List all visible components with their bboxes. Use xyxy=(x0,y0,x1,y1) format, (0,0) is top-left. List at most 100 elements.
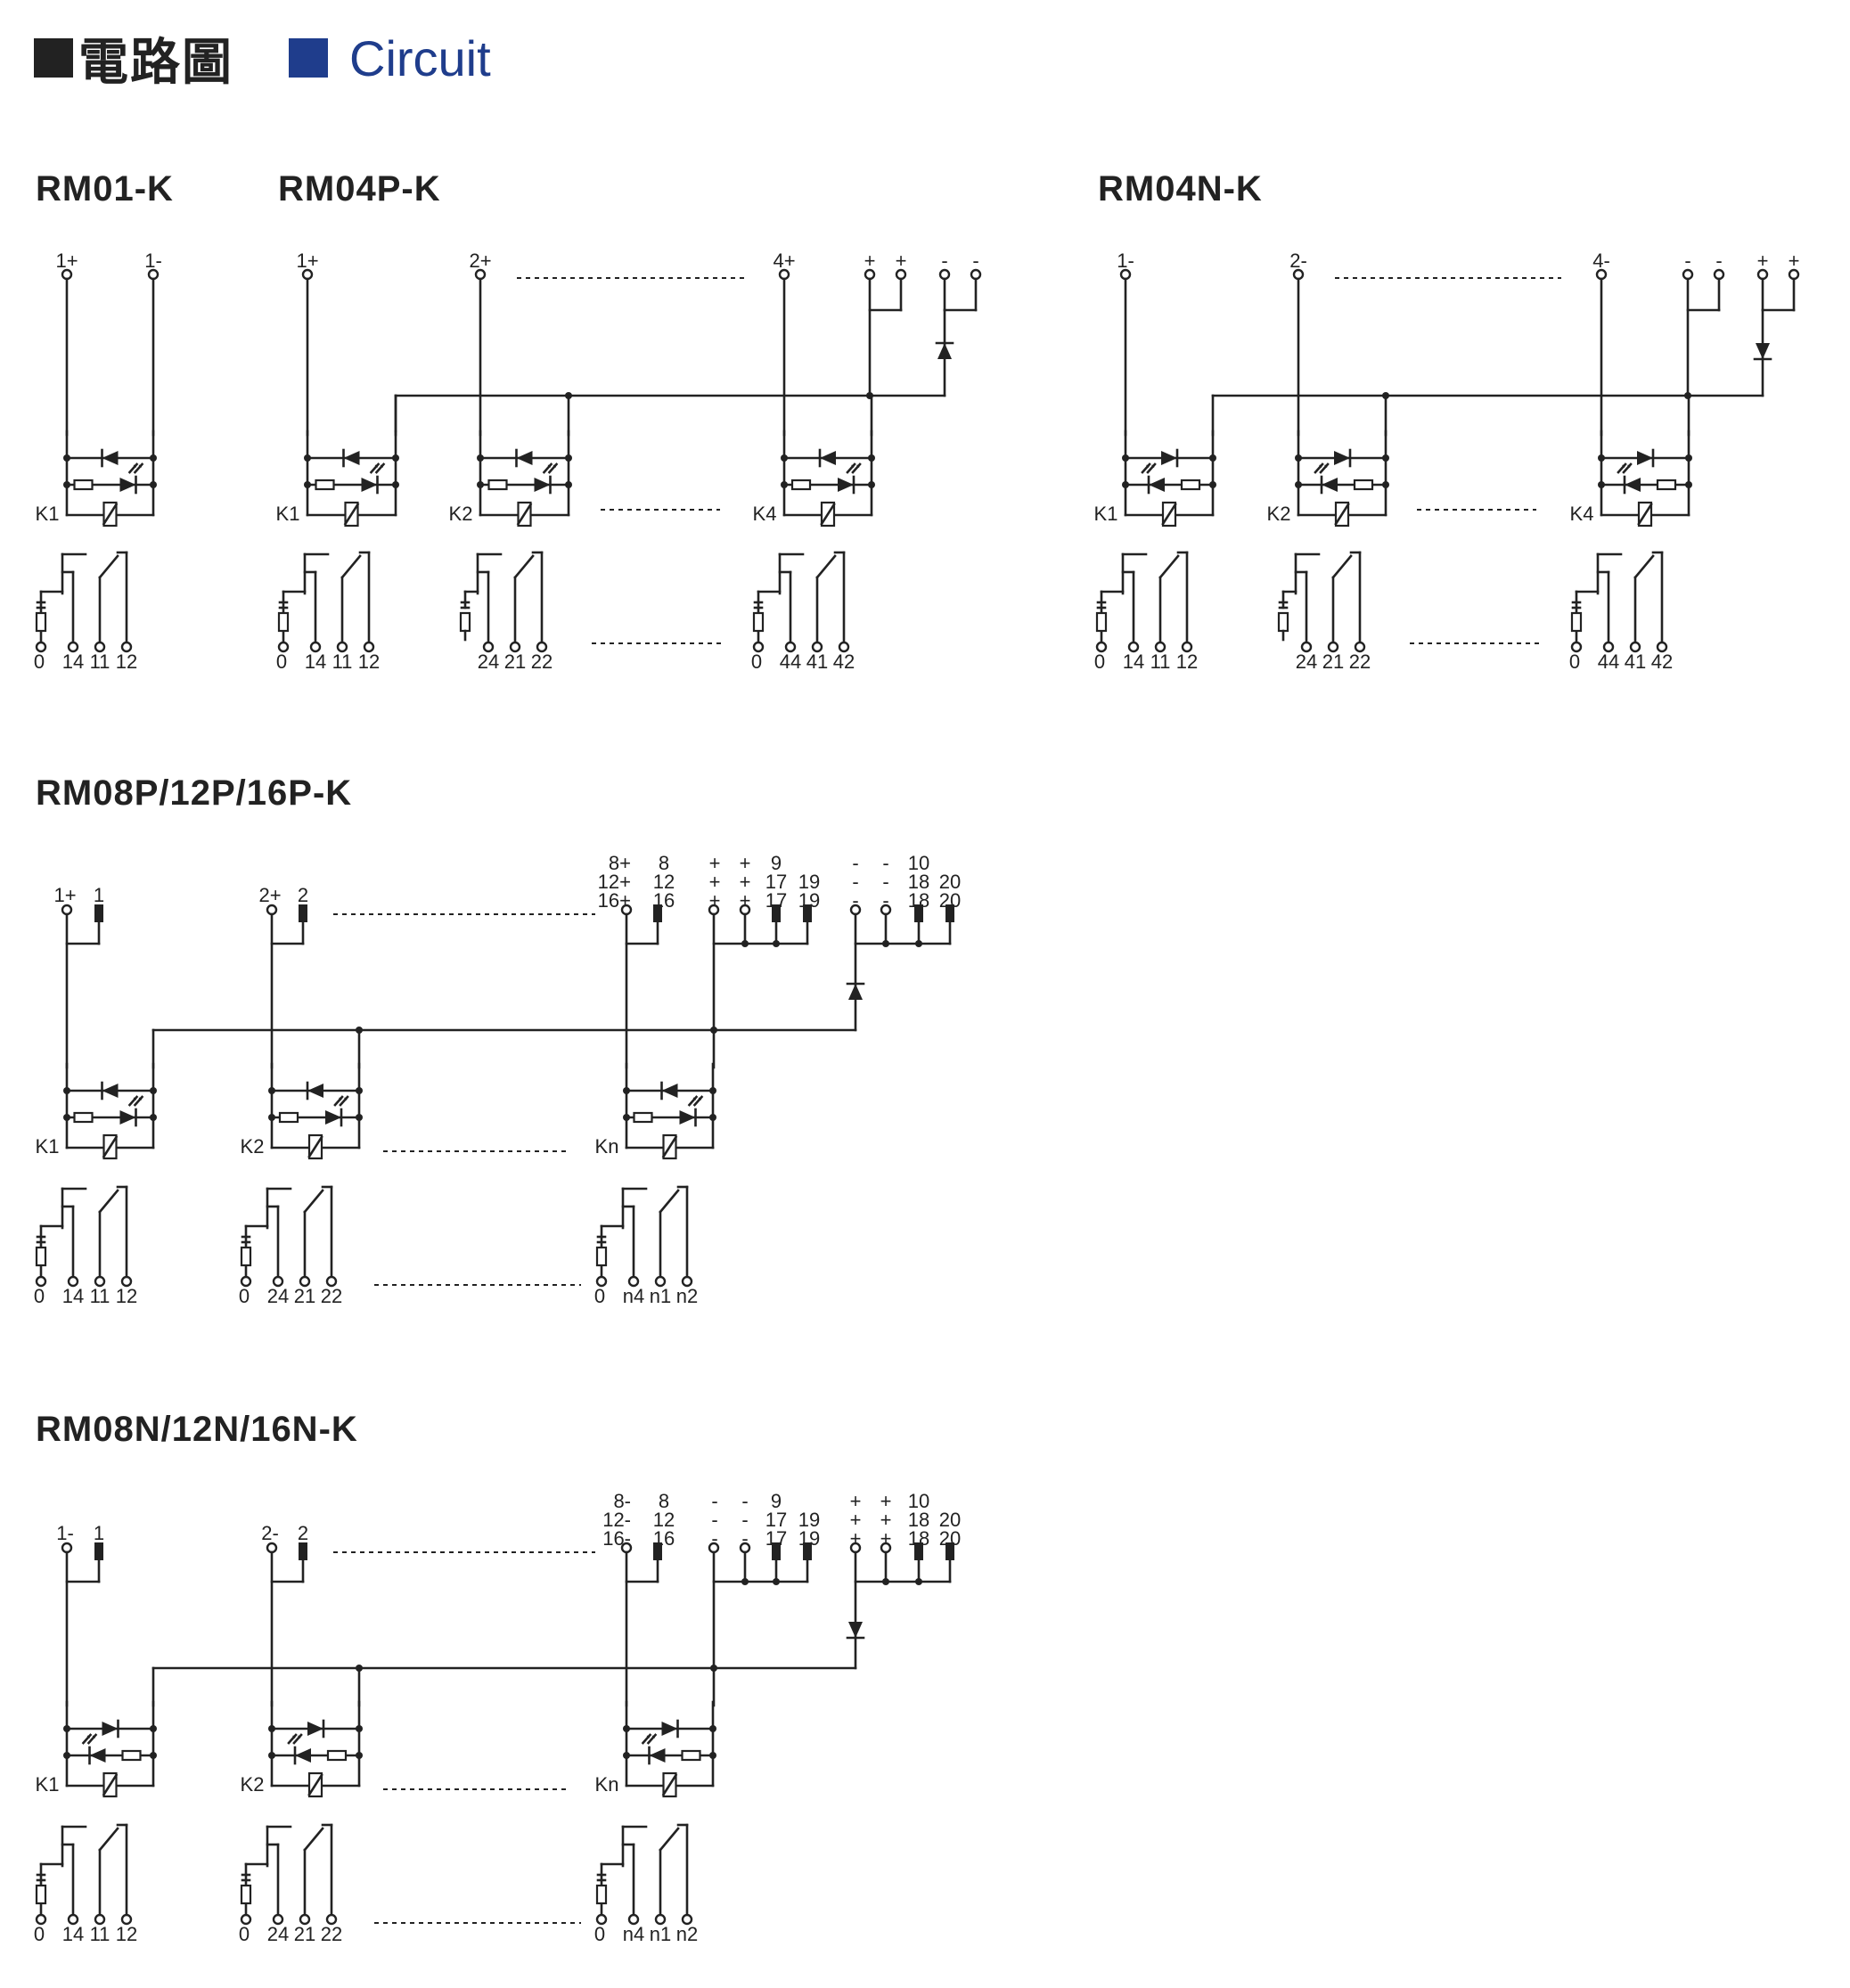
switch-blade xyxy=(1158,554,1180,579)
junction-dot xyxy=(63,1752,70,1759)
blue-square-icon xyxy=(289,38,328,78)
resistor-icon xyxy=(35,1246,47,1267)
resistor-icon xyxy=(487,479,508,491)
terminal-ring xyxy=(67,1275,79,1288)
terminal-ring xyxy=(120,1913,133,1926)
protection-diode-icon xyxy=(1637,451,1653,465)
protection-diode-icon xyxy=(343,451,360,465)
terminal-ring xyxy=(35,641,47,653)
terminal-ring xyxy=(61,268,73,281)
terminal-ring xyxy=(681,1913,693,1926)
junction-dot xyxy=(304,454,311,462)
terminal-label: 21 xyxy=(504,650,526,673)
terminal-pin xyxy=(914,904,923,922)
terminal-label: 11 xyxy=(332,650,353,673)
terminal-ring xyxy=(654,1275,667,1288)
terminal-label: - xyxy=(882,889,888,912)
terminal-label: 44 xyxy=(780,650,801,673)
terminal-label: 20 xyxy=(939,871,961,893)
title-rm08n: RM08N/12N/16N-K xyxy=(36,1410,358,1449)
resistor-icon xyxy=(681,1749,701,1762)
terminal-label: 8 xyxy=(659,852,669,874)
terminal-ring xyxy=(509,641,521,653)
junction-dot xyxy=(356,1087,363,1094)
terminal-ring xyxy=(1756,268,1769,281)
led-icon xyxy=(89,1748,106,1763)
terminal-label: + xyxy=(740,852,751,874)
junction-dot xyxy=(150,454,157,462)
terminal-label: 2 xyxy=(298,884,308,906)
led-arrow-head xyxy=(92,1735,96,1738)
junction-dot xyxy=(268,1752,275,1759)
junction-dot xyxy=(709,1114,716,1121)
led-arrow-head xyxy=(374,464,379,468)
terminal-label: 24 xyxy=(267,1923,289,1945)
title-rm04n: RM04N-K xyxy=(1098,169,1263,209)
junction-dot xyxy=(150,1752,157,1759)
terminal-label: 2 xyxy=(298,1522,308,1544)
terminal-label: - xyxy=(972,250,978,272)
resistor-icon xyxy=(1570,611,1583,633)
terminal-label: 2- xyxy=(1289,250,1307,272)
terminal-label: 21 xyxy=(294,1285,315,1307)
terminal-label: + xyxy=(864,250,876,272)
terminal-label: 18 xyxy=(908,871,929,893)
junction-dot xyxy=(1598,481,1605,488)
terminal-ring xyxy=(1095,641,1108,653)
terminal-ring xyxy=(147,268,160,281)
junction-dot xyxy=(1685,481,1692,488)
terminal-pin xyxy=(945,904,954,922)
terminal-label: + xyxy=(1789,250,1800,272)
terminal-label: 24 xyxy=(1296,650,1317,673)
terminal-ring xyxy=(620,1542,633,1554)
title-en: Circuit xyxy=(349,29,491,86)
junction-dot xyxy=(1295,454,1302,462)
terminal-label: n1 xyxy=(650,1923,671,1945)
junction-dot xyxy=(709,1087,716,1094)
resistor-icon xyxy=(240,1246,252,1267)
led-arrow-head xyxy=(651,1735,656,1738)
terminal-ring xyxy=(778,268,790,281)
led-arrow-head xyxy=(380,464,384,468)
switch-blade xyxy=(815,554,837,579)
terminal-label: n4 xyxy=(623,1285,644,1307)
terminal-ring xyxy=(595,1275,608,1288)
switch-blade xyxy=(340,554,362,579)
terminal-label: 12 xyxy=(653,871,675,893)
junction-dot xyxy=(623,1752,630,1759)
junction-dot xyxy=(623,1114,630,1121)
terminal-ring xyxy=(620,904,633,916)
terminal-ring xyxy=(880,904,892,916)
terminal-ring xyxy=(1595,268,1608,281)
terminal-ring xyxy=(240,1913,252,1926)
resistor-icon xyxy=(595,1246,608,1267)
terminal-pin xyxy=(914,1542,923,1560)
terminal-label: 8- xyxy=(613,1490,631,1512)
terminal-label: 11 xyxy=(90,650,111,673)
terminal-label: + xyxy=(740,871,751,893)
relay-coil-slash xyxy=(102,503,119,526)
protection-diode-icon xyxy=(102,451,119,465)
terminal-ring xyxy=(1629,641,1641,653)
terminal-label: 22 xyxy=(321,1923,342,1945)
terminal-label: 1- xyxy=(56,1522,74,1544)
relay-coil-slash xyxy=(1334,503,1350,526)
relay-label-k2: K2 xyxy=(449,503,473,525)
led-icon xyxy=(119,1110,136,1125)
led-arrow-head xyxy=(138,1097,143,1100)
resistor-icon xyxy=(35,611,47,633)
terminal-ring xyxy=(1300,641,1313,653)
terminal-ring xyxy=(35,1275,47,1288)
terminal-label: 12 xyxy=(653,1509,675,1531)
terminal-ring xyxy=(94,641,106,653)
terminal-label: + xyxy=(709,852,721,874)
terminal-ring xyxy=(895,268,907,281)
protection-diode-icon xyxy=(661,1722,678,1736)
led-arrow-head xyxy=(133,1097,137,1100)
terminal-label: 17 xyxy=(765,1509,787,1531)
terminal-label: 1 xyxy=(94,884,104,906)
terminal-label: + xyxy=(850,1509,862,1531)
protection-diode-icon xyxy=(307,1722,323,1736)
junction-dot xyxy=(356,1752,363,1759)
